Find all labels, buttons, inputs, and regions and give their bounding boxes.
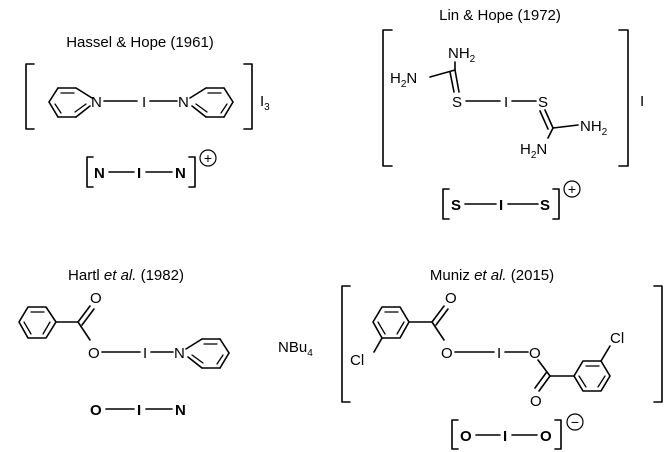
motif-n-i-n: N I N + (86, 149, 217, 188)
right-bracket (243, 63, 253, 130)
motif-right-bracket (188, 156, 196, 188)
counter-ion: I3 (260, 93, 270, 113)
iodine-atom: I (143, 345, 147, 362)
motif-atom: S (451, 197, 461, 214)
bond (534, 372, 547, 389)
nitrogen-atom: N (91, 94, 102, 111)
motif-atom: I (137, 402, 141, 419)
motif-s-i-s: S I S + (442, 180, 581, 220)
panel-title: Lin & Hope (1972) (439, 7, 561, 24)
motif-left-bracket (451, 419, 459, 450)
amine-group: H2N (390, 70, 417, 90)
oxygen-atom: O (441, 345, 453, 362)
bond (435, 308, 449, 326)
right-bracket (653, 285, 663, 403)
motif-atom: S (540, 197, 550, 214)
bond (454, 69, 460, 93)
motif-left-bracket (442, 188, 450, 220)
bond (373, 337, 383, 353)
counter-ion: NBu4 (278, 339, 313, 359)
amine-group: H2N (520, 141, 547, 161)
bond (429, 69, 456, 78)
charge-circle (199, 149, 217, 167)
sulfur-atom: S (452, 94, 462, 111)
sulfur-atom: S (538, 94, 548, 111)
amine-group: NH2 (448, 45, 476, 65)
bond (539, 110, 549, 130)
benzene-ring (372, 306, 410, 339)
motif-atom: O (90, 402, 102, 419)
chlorine-atom: Cl (610, 330, 624, 347)
bond (77, 305, 91, 323)
oxygen-atom: O (529, 345, 541, 362)
pyridine-ring (185, 338, 230, 369)
iodine-atom: I (142, 94, 146, 111)
panel-lin-hope: Lin & Hope (1972) NH2 H2N S I S NH2 H2N … (382, 7, 644, 220)
motif-atom: N (175, 165, 186, 182)
amine-group: NH2 (580, 118, 608, 138)
motif-atom: O (460, 428, 472, 445)
panel-title: Hassel & Hope (1961) (66, 34, 214, 51)
oxygen-atom: O (530, 393, 542, 410)
motif-right-bracket (552, 188, 560, 220)
motif-atom: O (540, 428, 552, 445)
left-bracket (341, 285, 351, 403)
charge-sign: − (571, 414, 579, 430)
oxygen-atom: O (445, 290, 457, 307)
left-bracket (25, 63, 35, 130)
motif-atom: I (503, 428, 507, 445)
charge-sign: + (204, 150, 212, 166)
counter-ion: I (640, 93, 644, 110)
bond (544, 109, 554, 129)
bond (77, 321, 91, 341)
motif-atom: N (175, 402, 186, 419)
chlorine-atom: Cl (350, 352, 364, 369)
motif-atom: N (94, 165, 105, 182)
benzene-ring (18, 306, 57, 339)
bond (538, 375, 551, 392)
charge-circle (563, 180, 581, 198)
bond (537, 359, 551, 377)
pyridine-ring (48, 87, 93, 118)
charge-sign: + (568, 181, 576, 197)
iodine-atom: I (497, 345, 501, 362)
motif-left-bracket (86, 156, 94, 188)
oxygen-atom: O (88, 345, 100, 362)
bond (600, 345, 611, 362)
charge-circle (566, 413, 584, 431)
bond (552, 124, 579, 129)
bond (431, 321, 445, 341)
bond (547, 127, 554, 139)
panel-title: Muniz et al. (2015) (430, 267, 554, 284)
motif-atom: I (137, 165, 141, 182)
panel-hartl: Hartl et al. (1982) O O I N (18, 267, 230, 419)
motif-o-i-o: O I O − (451, 413, 584, 450)
pyridine-ring (189, 87, 234, 118)
nitrogen-atom: N (178, 94, 189, 111)
iodine-atom: I (504, 94, 508, 111)
right-bracket (618, 29, 629, 167)
motif-o-i-n: O I N (90, 402, 186, 419)
bond (449, 71, 455, 93)
motif-atom: I (499, 197, 503, 214)
bond (431, 305, 445, 323)
panel-muniz: Muniz et al. (2015) NBu4 Cl O O I O O (278, 267, 663, 450)
panel-hassel-hope: Hassel & Hope (1961) N I N (25, 34, 270, 188)
motif-right-bracket (554, 419, 562, 450)
panel-title: Hartl et al. (1982) (68, 267, 184, 284)
nitrogen-atom: N (174, 345, 185, 362)
benzene-ring (573, 360, 611, 392)
oxygen-atom: O (90, 290, 102, 307)
bond (81, 308, 95, 326)
left-bracket (382, 29, 393, 167)
